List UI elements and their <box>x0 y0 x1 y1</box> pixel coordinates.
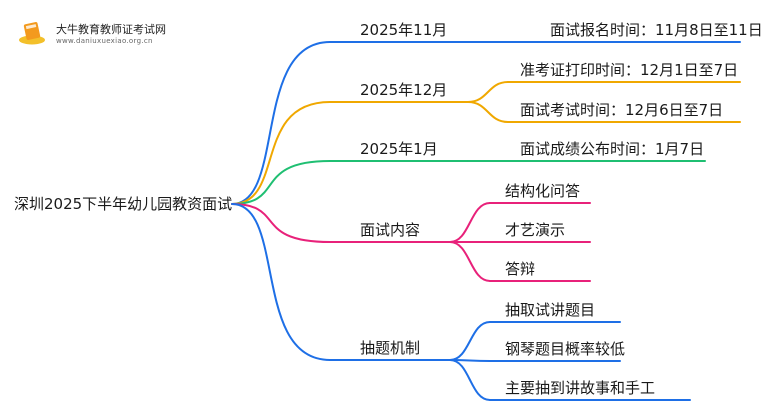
logo-site-name: 大牛教育教师证考试网 <box>56 23 166 36</box>
branch-question-mechanism[interactable]: 抽题机制 <box>360 339 421 357</box>
mindmap-root[interactable]: 深圳2025下半年幼儿园教资面试 <box>14 195 233 213</box>
connector-branch-4-to-leaf-2 <box>449 359 491 401</box>
branch-2025-11[interactable]: 2025年11月 <box>360 21 448 39</box>
branch-2025-12[interactable]: 2025年12月 <box>360 81 448 99</box>
logo-site-url: www.daniuxuexiao.org.cn <box>56 37 153 45</box>
leaf-storytelling-handcraft[interactable]: 主要抽到讲故事和手工 <box>505 379 656 397</box>
leaf-piano-low-probability[interactable]: 钢琴题目概率较低 <box>505 340 626 358</box>
connector-branch-1-to-leaf-1 <box>467 101 509 123</box>
connector-branch-3-to-leaf-2 <box>449 241 491 282</box>
leaf-exam-time[interactable]: 面试考试时间：12月6日至7日 <box>520 101 724 119</box>
connector-branch-4-to-leaf-0 <box>449 321 491 361</box>
book-logo-icon <box>19 22 45 45</box>
branch-2025-01[interactable]: 2025年1月 <box>360 140 438 158</box>
connector-branch-3-to-leaf-0 <box>449 202 491 243</box>
connector-root-to-branch-4 <box>231 203 331 361</box>
leaf-draw-lecture-topic[interactable]: 抽取试讲题目 <box>505 301 596 319</box>
connector-branch-1-to-leaf-0 <box>467 81 509 103</box>
branch-interview-content[interactable]: 面试内容 <box>360 221 421 239</box>
leaf-admission-ticket-time[interactable]: 准考证打印时间：12月1日至7日 <box>520 61 739 79</box>
connector-root-to-branch-1 <box>231 101 331 205</box>
connector-root-to-branch-0 <box>231 41 331 205</box>
connector-root-to-branch-2 <box>231 160 331 205</box>
site-logo: 大牛教育教师证考试网 www.daniuxuexiao.org.cn <box>8 14 248 54</box>
leaf-talent-demo[interactable]: 才艺演示 <box>505 221 566 239</box>
leaf-registration-time[interactable]: 面试报名时间：11月8日至11日 <box>550 21 763 39</box>
leaf-structured-qa[interactable]: 结构化问答 <box>505 182 581 200</box>
leaf-score-release-time[interactable]: 面试成绩公布时间：1月7日 <box>520 140 705 158</box>
connector-root-to-branch-3 <box>231 203 331 243</box>
leaf-defense[interactable]: 答辩 <box>505 260 536 278</box>
